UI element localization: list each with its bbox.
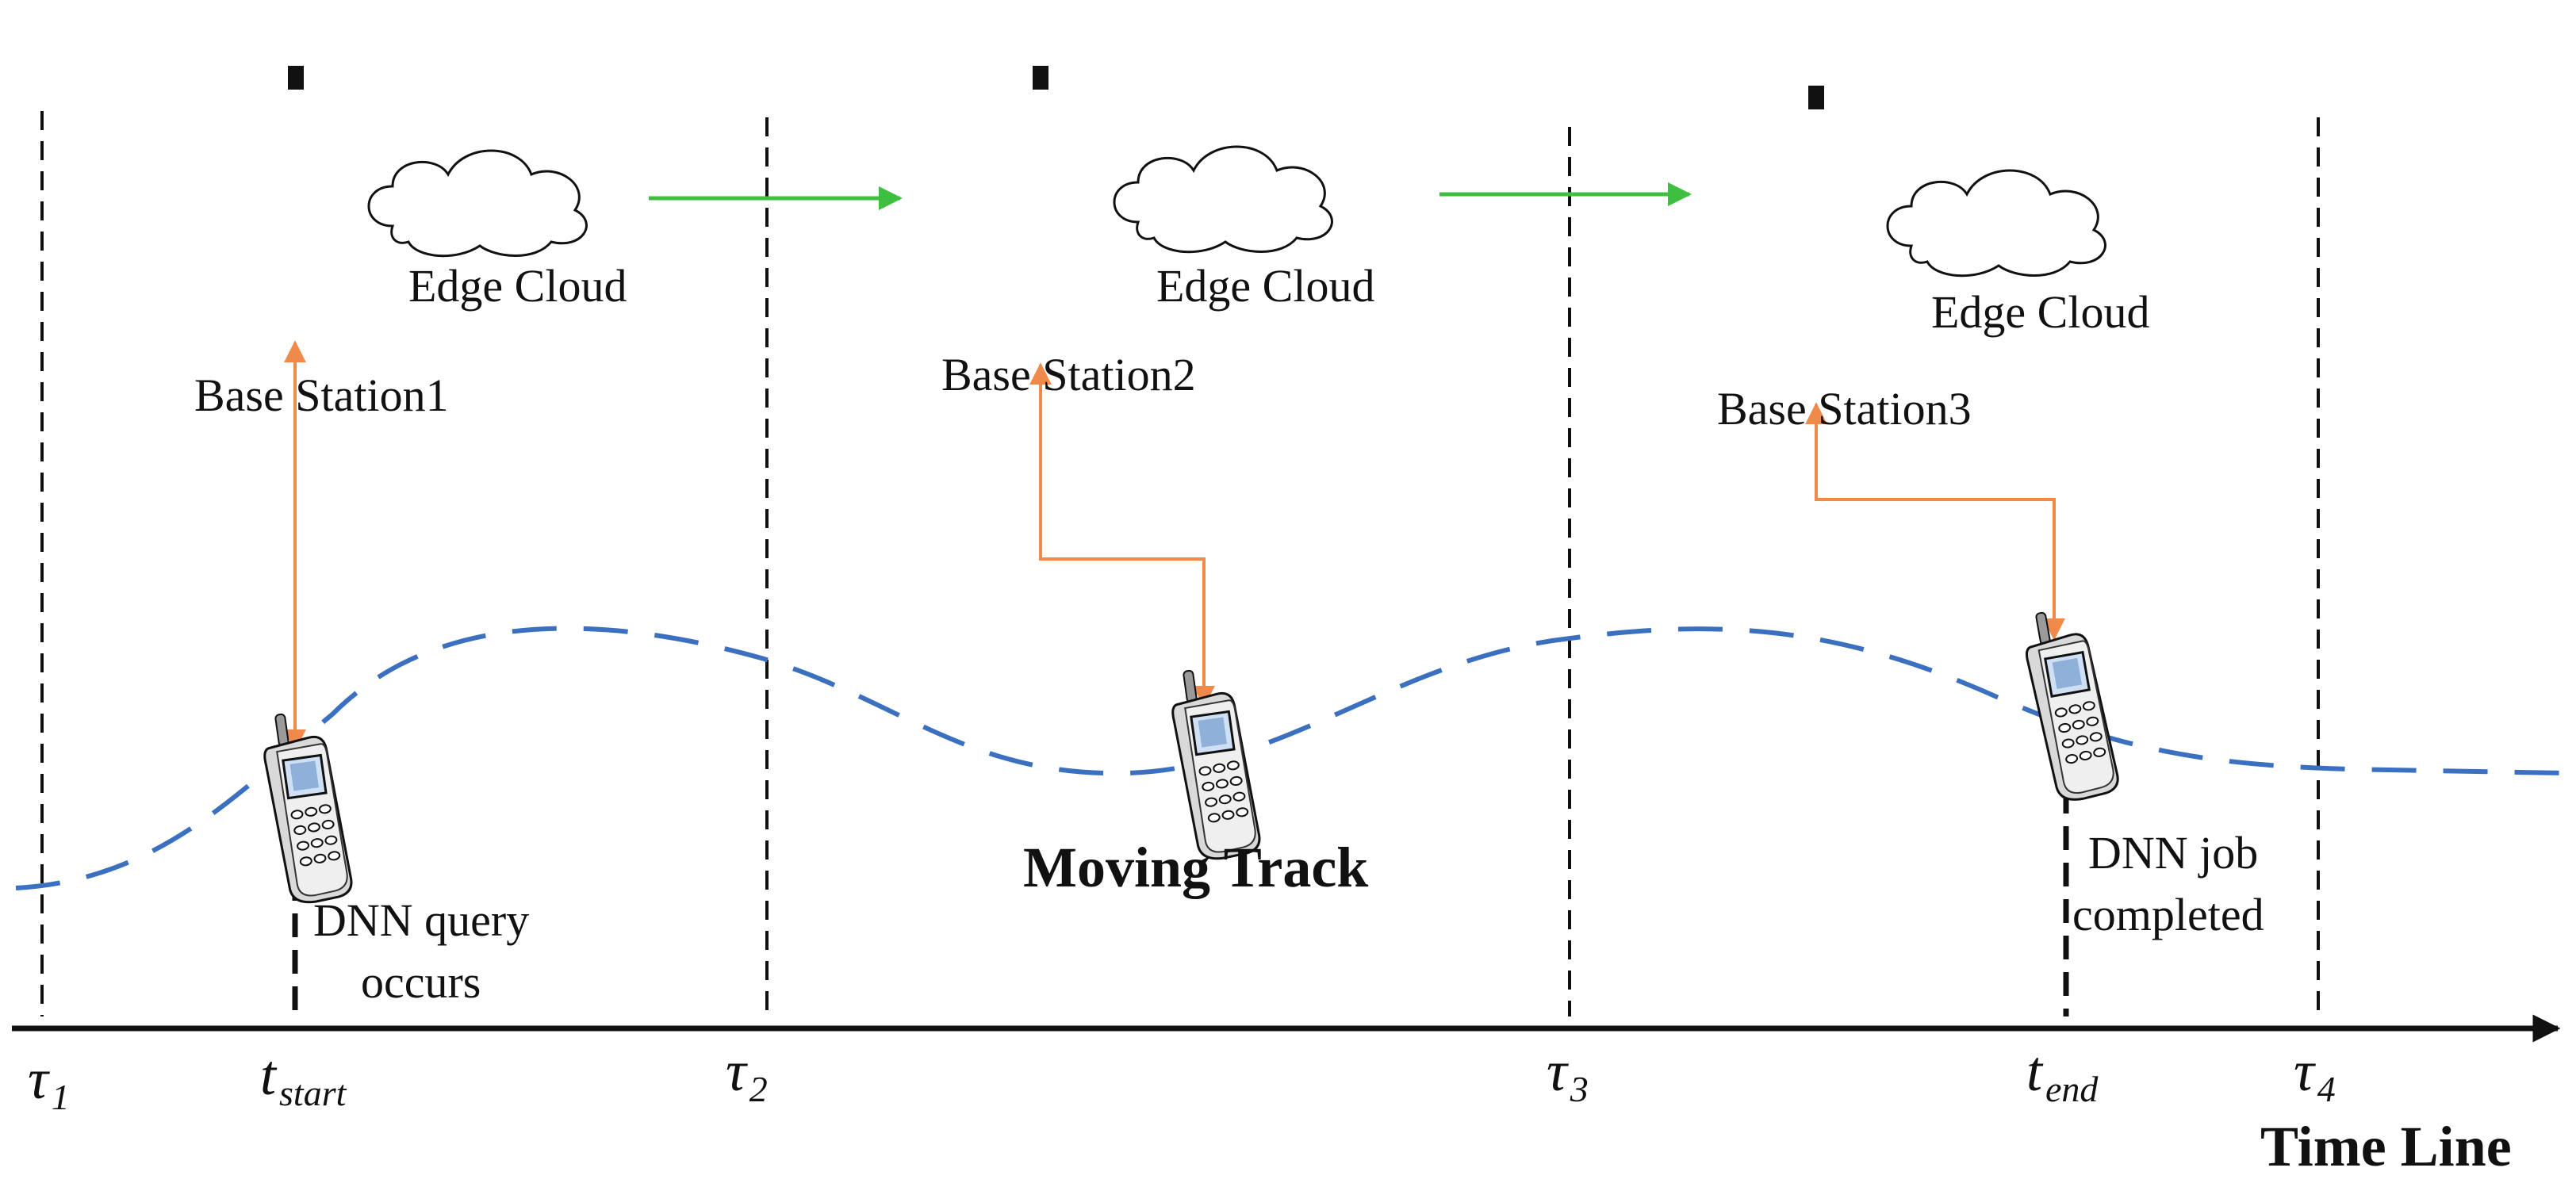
base-station-label: Base Station3 (1717, 383, 1972, 435)
moving-track-path (15, 626, 2563, 890)
event-end-label-line2: completed (2072, 889, 2264, 940)
base-station-label: Base Station2 (941, 349, 1196, 400)
cloud-icon (1113, 145, 1333, 254)
tick-tau3: τ3 (1547, 1039, 1589, 1109)
event-end-label-line1: DNN job (2088, 827, 2258, 879)
link-station2-phone (1029, 362, 1215, 708)
tick-t-start: tstart (260, 1043, 347, 1113)
edge-cloud-label: Edge Cloud (408, 260, 627, 312)
tick-tau2: τ2 (726, 1039, 768, 1109)
edge-cloud-label: Edge Cloud (1156, 260, 1374, 312)
time-line-label: Time Line (2260, 1115, 2512, 1178)
edge-cloud-label: Edge Cloud (1931, 286, 2149, 338)
tick-tau4: τ4 (2294, 1039, 2336, 1109)
link-station3-phone (1805, 402, 2065, 641)
event-start-label-line1: DNN query (313, 894, 529, 946)
tower-icon (193, 12, 399, 345)
base-station-label: Base Station1 (194, 369, 449, 421)
moving-track-label: Moving Track (1023, 836, 1368, 899)
phone-icon (1166, 663, 1263, 863)
tower-icon (1713, 32, 1919, 365)
cloud-icon (367, 149, 588, 258)
cloud-icon (1886, 169, 2106, 278)
phone-icon (258, 706, 355, 907)
tower-icon (937, 12, 1144, 345)
phone-icon (2018, 603, 2122, 806)
tick-tau1: τ1 (28, 1047, 70, 1117)
event-start-label-line2: occurs (361, 956, 481, 1008)
tick-t-end: tend (2026, 1039, 2099, 1109)
